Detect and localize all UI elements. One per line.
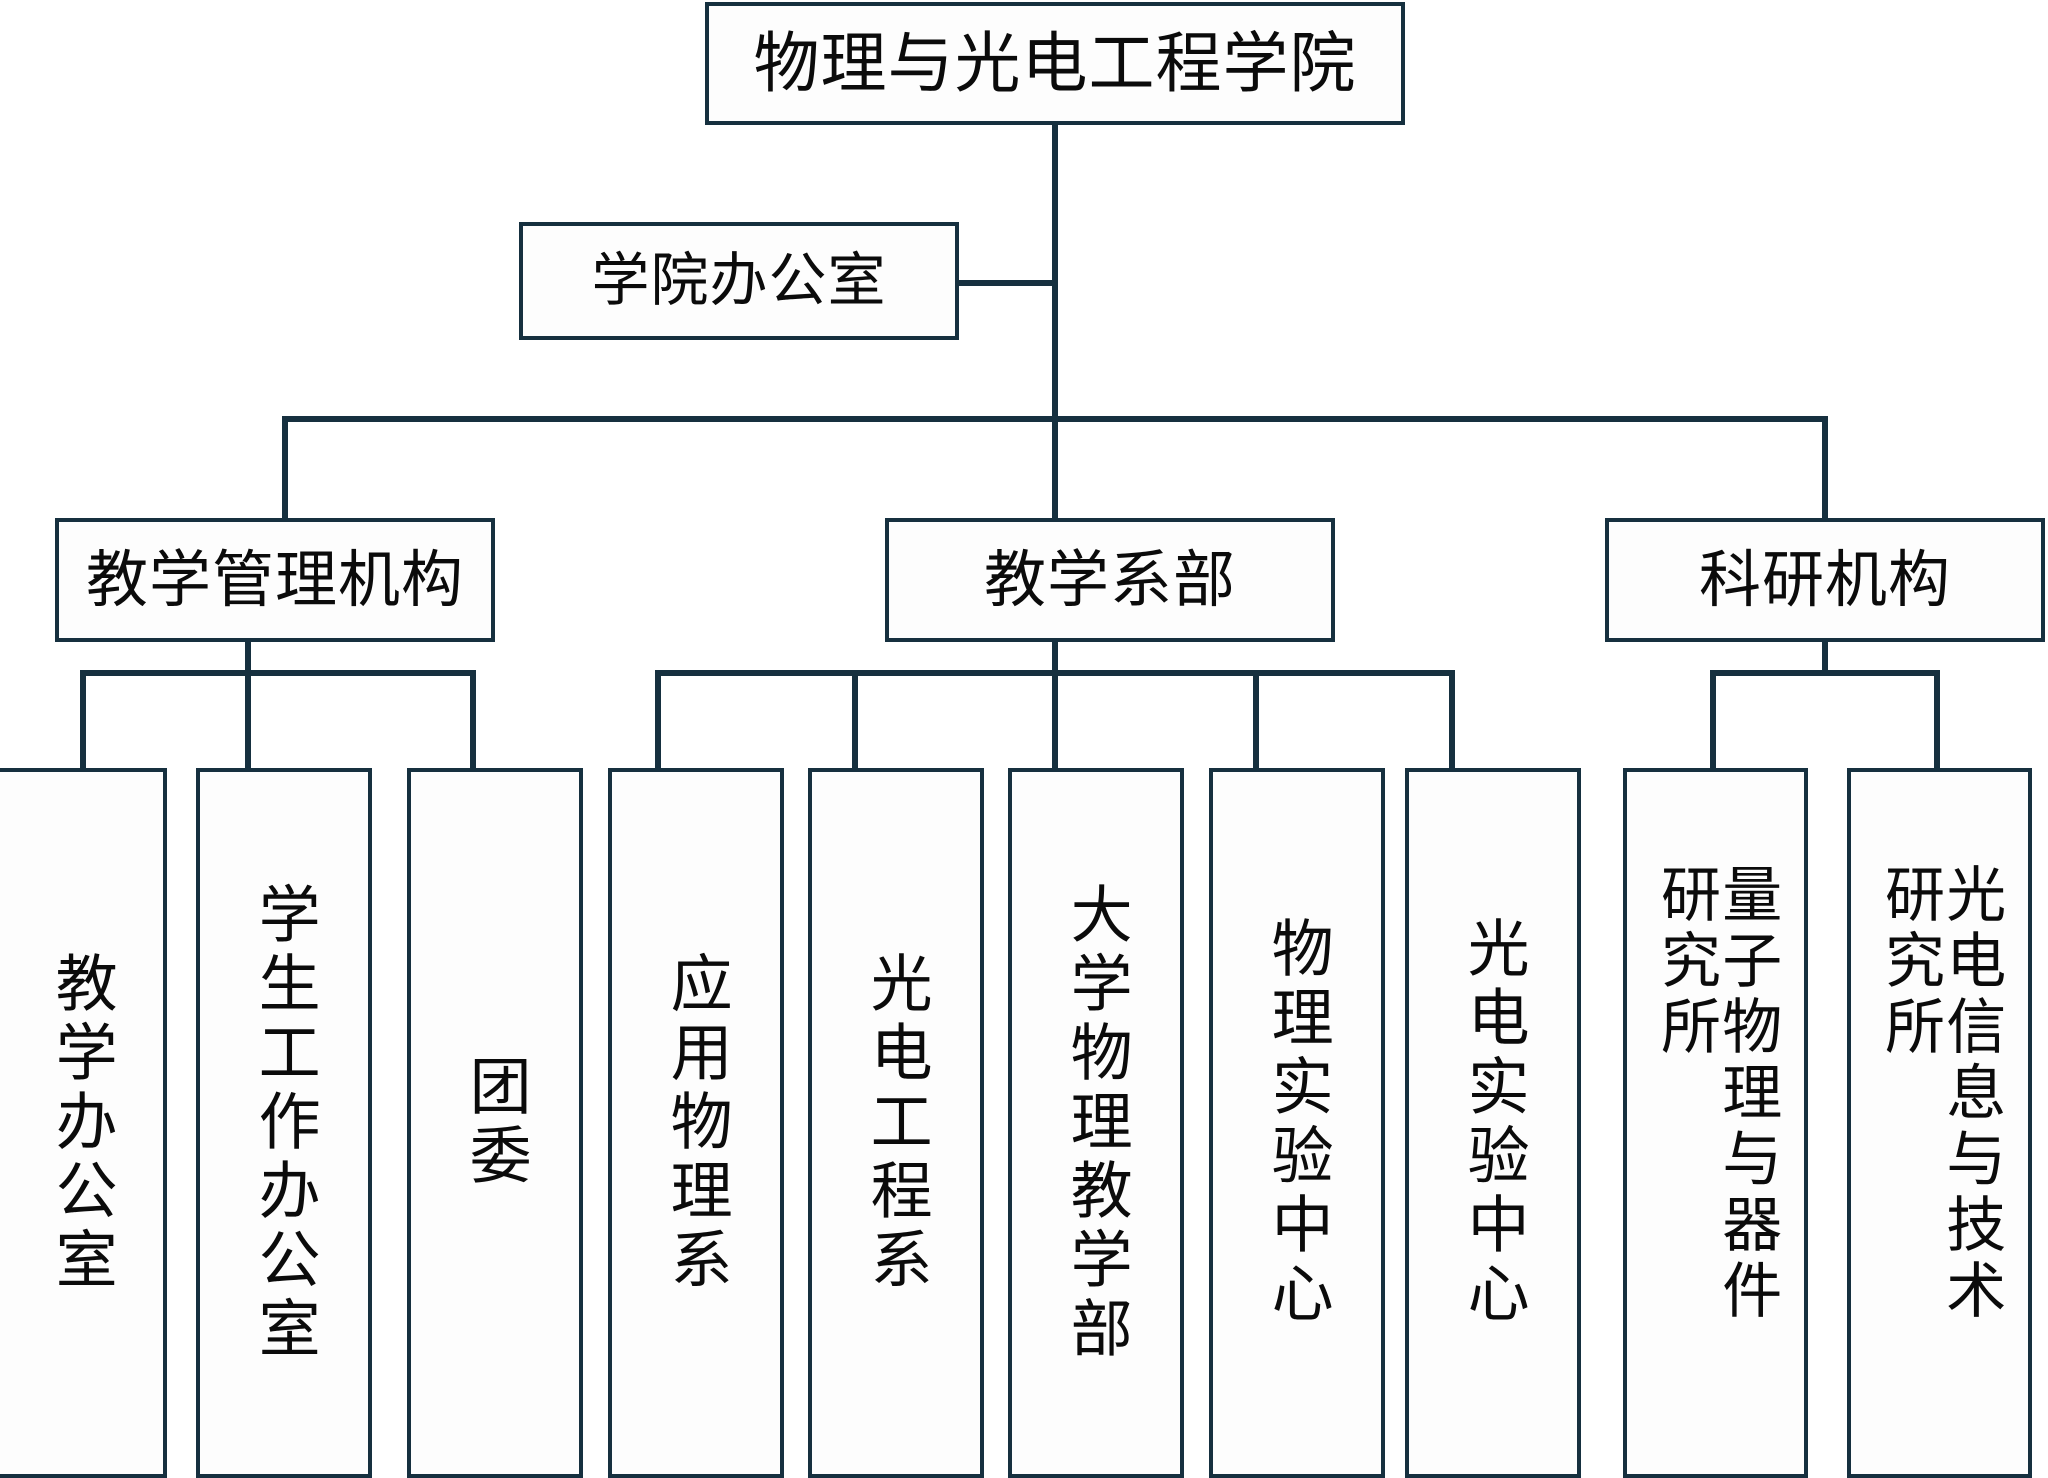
node-leaf-teaching-office[interactable]: 教学办公室 bbox=[0, 768, 167, 1478]
connector-b2-drop-4 bbox=[1253, 670, 1259, 770]
node-leaf-applied-physics-label: 应用物理系 bbox=[659, 950, 733, 1296]
node-leaf-physics-lab-center[interactable]: 物理实验中心 bbox=[1209, 768, 1385, 1478]
node-branch-departments-label: 教学系部 bbox=[983, 543, 1236, 617]
connector-branch-drop-3 bbox=[1822, 416, 1828, 518]
node-staff-office-label: 学院办公室 bbox=[591, 246, 887, 315]
connector-b1-bus bbox=[80, 670, 476, 676]
connector-branch-drop-1 bbox=[282, 416, 288, 518]
node-root[interactable]: 物理与光电工程学院 bbox=[705, 2, 1405, 125]
connector-branch-drop-2 bbox=[1052, 416, 1058, 518]
connector-b1-drop-2 bbox=[245, 670, 251, 770]
connector-b3-drop-2 bbox=[1934, 670, 1940, 770]
node-branch-departments[interactable]: 教学系部 bbox=[885, 518, 1335, 642]
connector-b2-drop-2 bbox=[852, 670, 858, 770]
node-staff-office[interactable]: 学院办公室 bbox=[519, 222, 959, 340]
connector-b2-stem bbox=[1052, 640, 1058, 674]
node-leaf-optoelectronic-engineering-label: 光电工程系 bbox=[859, 950, 933, 1296]
node-leaf-physics-lab-center-label: 物理实验中心 bbox=[1260, 916, 1334, 1330]
connector-b2-drop-3 bbox=[1052, 670, 1058, 770]
node-leaf-youth-league[interactable]: 团委 bbox=[407, 768, 583, 1478]
node-leaf-optoelectronic-lab-center-label: 光电实验中心 bbox=[1456, 916, 1530, 1330]
node-leaf-student-affairs-office-label: 学生工作办公室 bbox=[247, 881, 321, 1365]
connector-b1-drop-1 bbox=[80, 670, 86, 770]
node-leaf-applied-physics[interactable]: 应用物理系 bbox=[608, 768, 784, 1478]
connector-b1-drop-3 bbox=[470, 670, 476, 770]
node-leaf-quantum-physics-devices-institute-label: 量子物理与器件研究所 bbox=[1650, 863, 1782, 1325]
node-leaf-student-affairs-office[interactable]: 学生工作办公室 bbox=[196, 768, 372, 1478]
node-leaf-optoelectronic-engineering[interactable]: 光电工程系 bbox=[808, 768, 984, 1478]
node-branch-research[interactable]: 科研机构 bbox=[1605, 518, 2045, 642]
connector-b1-stem bbox=[245, 640, 251, 674]
connector-b2-drop-5 bbox=[1449, 670, 1455, 770]
connector-b3-drop-1 bbox=[1710, 670, 1716, 770]
node-branch-teaching-admin-label: 教学管理机构 bbox=[85, 543, 464, 617]
connector-staff-office-link bbox=[955, 280, 1058, 286]
connector-root-spine bbox=[1052, 119, 1058, 422]
node-leaf-optical-info-tech-institute[interactable]: 光电信息与技术研究所 bbox=[1847, 768, 2032, 1478]
node-branch-research-label: 科研机构 bbox=[1698, 543, 1951, 617]
connector-b3-stem bbox=[1822, 640, 1828, 674]
connector-b2-drop-1 bbox=[655, 670, 661, 770]
connector-b3-bus bbox=[1710, 670, 1940, 676]
node-root-label: 物理与光电工程学院 bbox=[753, 24, 1357, 102]
node-leaf-teaching-office-label: 教学办公室 bbox=[44, 950, 118, 1296]
node-leaf-optoelectronic-lab-center[interactable]: 光电实验中心 bbox=[1405, 768, 1581, 1478]
node-leaf-quantum-physics-devices-institute[interactable]: 量子物理与器件研究所 bbox=[1623, 768, 1808, 1478]
node-leaf-university-physics-teaching-label: 大学物理教学部 bbox=[1059, 881, 1133, 1365]
node-leaf-university-physics-teaching[interactable]: 大学物理教学部 bbox=[1008, 768, 1184, 1478]
node-leaf-youth-league-label: 团委 bbox=[458, 1054, 532, 1192]
node-leaf-optical-info-tech-institute-label: 光电信息与技术研究所 bbox=[1874, 863, 2006, 1325]
node-branch-teaching-admin[interactable]: 教学管理机构 bbox=[55, 518, 495, 642]
